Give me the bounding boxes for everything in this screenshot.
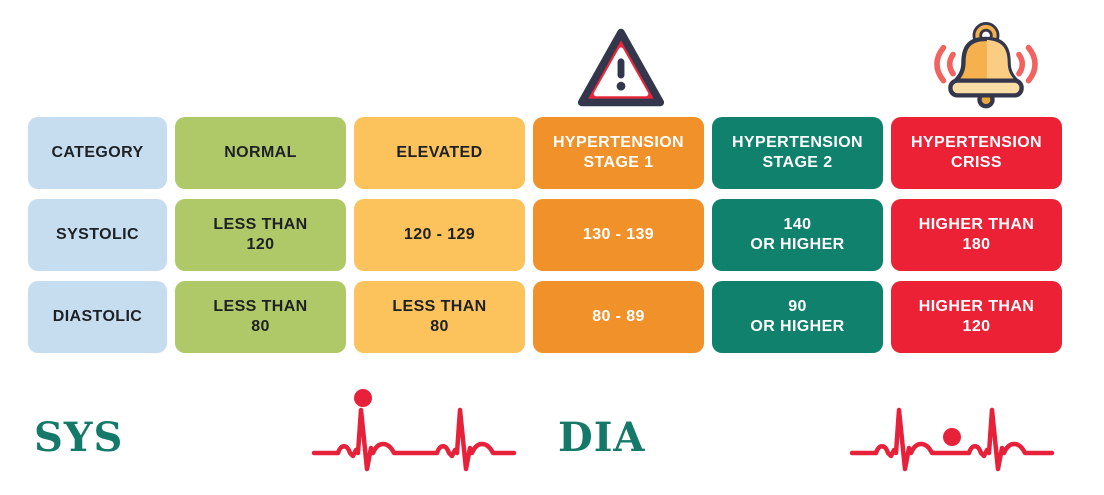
cell-criss-systolic: HIGHER THAN 180 (891, 199, 1062, 271)
cell-normal-systolic: LESS THAN 120 (175, 199, 346, 271)
ecg-heartbeat-right-icon (849, 407, 1055, 472)
cell-criss-header: HYPERTENSION CRISS (891, 117, 1062, 189)
cell-criss-diastolic: HIGHER THAN 120 (891, 281, 1062, 353)
cell-stage1-systolic: 130 - 139 (533, 199, 704, 271)
warning-triangle-icon (577, 28, 665, 107)
cell-category-header: CATEGORY (28, 117, 167, 189)
bp-category-table: CATEGORY NORMAL ELEVATED HYPERTENSION ST… (28, 117, 1062, 353)
cell-stage2-diastolic: 90 OR HIGHER (712, 281, 883, 353)
cell-category-diastolic: DIASTOLIC (28, 281, 167, 353)
cell-stage1-diastolic: 80 - 89 (533, 281, 704, 353)
cell-stage2-header: HYPERTENSION STAGE 2 (712, 117, 883, 189)
dia-label: DIA (558, 414, 646, 461)
cell-normal-header: NORMAL (175, 117, 346, 189)
cell-elevated-diastolic: LESS THAN 80 (354, 281, 525, 353)
cell-elevated-header: ELEVATED (354, 117, 525, 189)
cell-category-systolic: SYSTOLIC (28, 199, 167, 271)
sys-label: SYS (34, 414, 124, 461)
cell-normal-diastolic: LESS THAN 80 (175, 281, 346, 353)
ecg-heartbeat-left-icon (311, 389, 517, 472)
alarm-bell-icon (934, 22, 1038, 109)
cell-stage2-systolic: 140 OR HIGHER (712, 199, 883, 271)
cell-elevated-systolic: 120 - 129 (354, 199, 525, 271)
cell-stage1-header: HYPERTENSION STAGE 1 (533, 117, 704, 189)
